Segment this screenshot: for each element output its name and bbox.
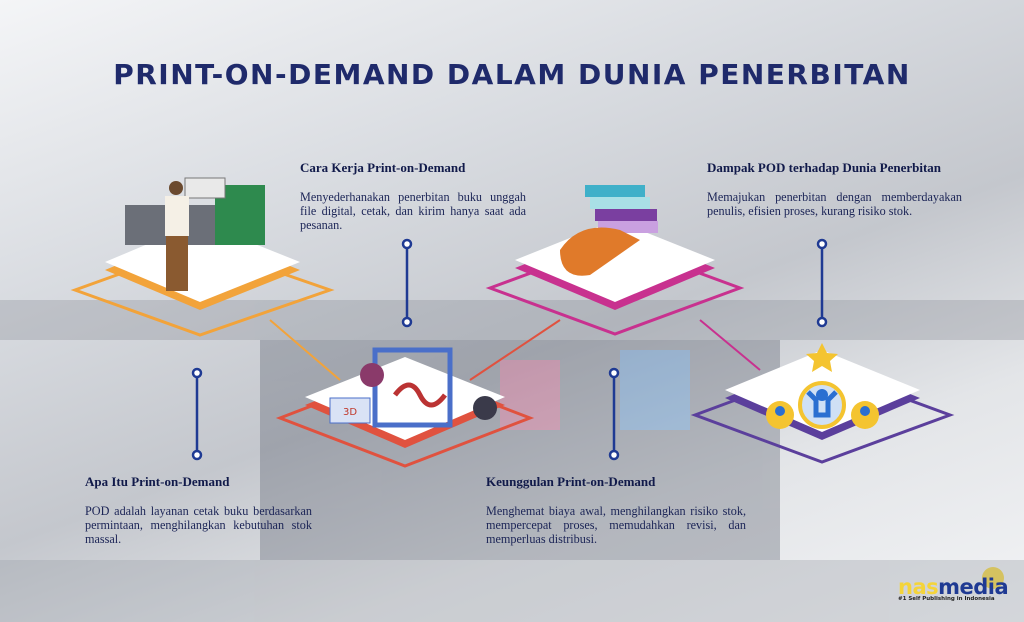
printing-machine-illustration xyxy=(125,177,265,291)
section-body: Menghemat biaya awal, menghilangkan risi… xyxy=(486,504,746,546)
svg-text:3D: 3D xyxy=(343,407,357,418)
section-body: Memajukan penerbitan dengan memberdayaka… xyxy=(707,190,962,218)
section-body: Menyederhanakan penerbitan buku unggah f… xyxy=(300,190,526,232)
community-star-illustration xyxy=(766,343,879,429)
nasmedia-logo: nasmedia #1 Self Publishing in Indonesia xyxy=(898,567,1009,602)
section-heading: Cara Kerja Print-on-Demand xyxy=(300,160,466,175)
logo-part1: nas xyxy=(898,575,939,599)
section-dampak: Dampak POD terhadap Dunia Penerbitan Mem… xyxy=(707,160,962,218)
printer-background xyxy=(0,300,1024,622)
logo-tagline: #1 Self Publishing in Indonesia xyxy=(898,596,995,602)
section-apa-itu: Apa Itu Print-on-Demand POD adalah layan… xyxy=(85,474,312,546)
section-cara-kerja: Cara Kerja Print-on-Demand Menyederhanak… xyxy=(300,160,526,232)
section-heading: Keunggulan Print-on-Demand xyxy=(486,474,656,489)
pin-markers xyxy=(191,238,828,461)
books-in-hand-illustration xyxy=(560,185,658,276)
logo-part2: media xyxy=(938,575,1009,599)
connector-lines xyxy=(269,319,761,381)
platform-red xyxy=(275,357,535,468)
section-body: POD adalah layanan cetak buku berdasarka… xyxy=(85,504,312,546)
3d-printer-illustration: 3D xyxy=(329,347,497,428)
section-heading: Dampak POD terhadap Dunia Penerbitan xyxy=(707,160,942,175)
page-title: PRINT-ON-DEMAND DALAM DUNIA PENERBITAN xyxy=(113,58,911,91)
section-keunggulan: Keunggulan Print-on-Demand Menghemat bia… xyxy=(486,474,746,546)
section-heading: Apa Itu Print-on-Demand xyxy=(85,474,230,489)
